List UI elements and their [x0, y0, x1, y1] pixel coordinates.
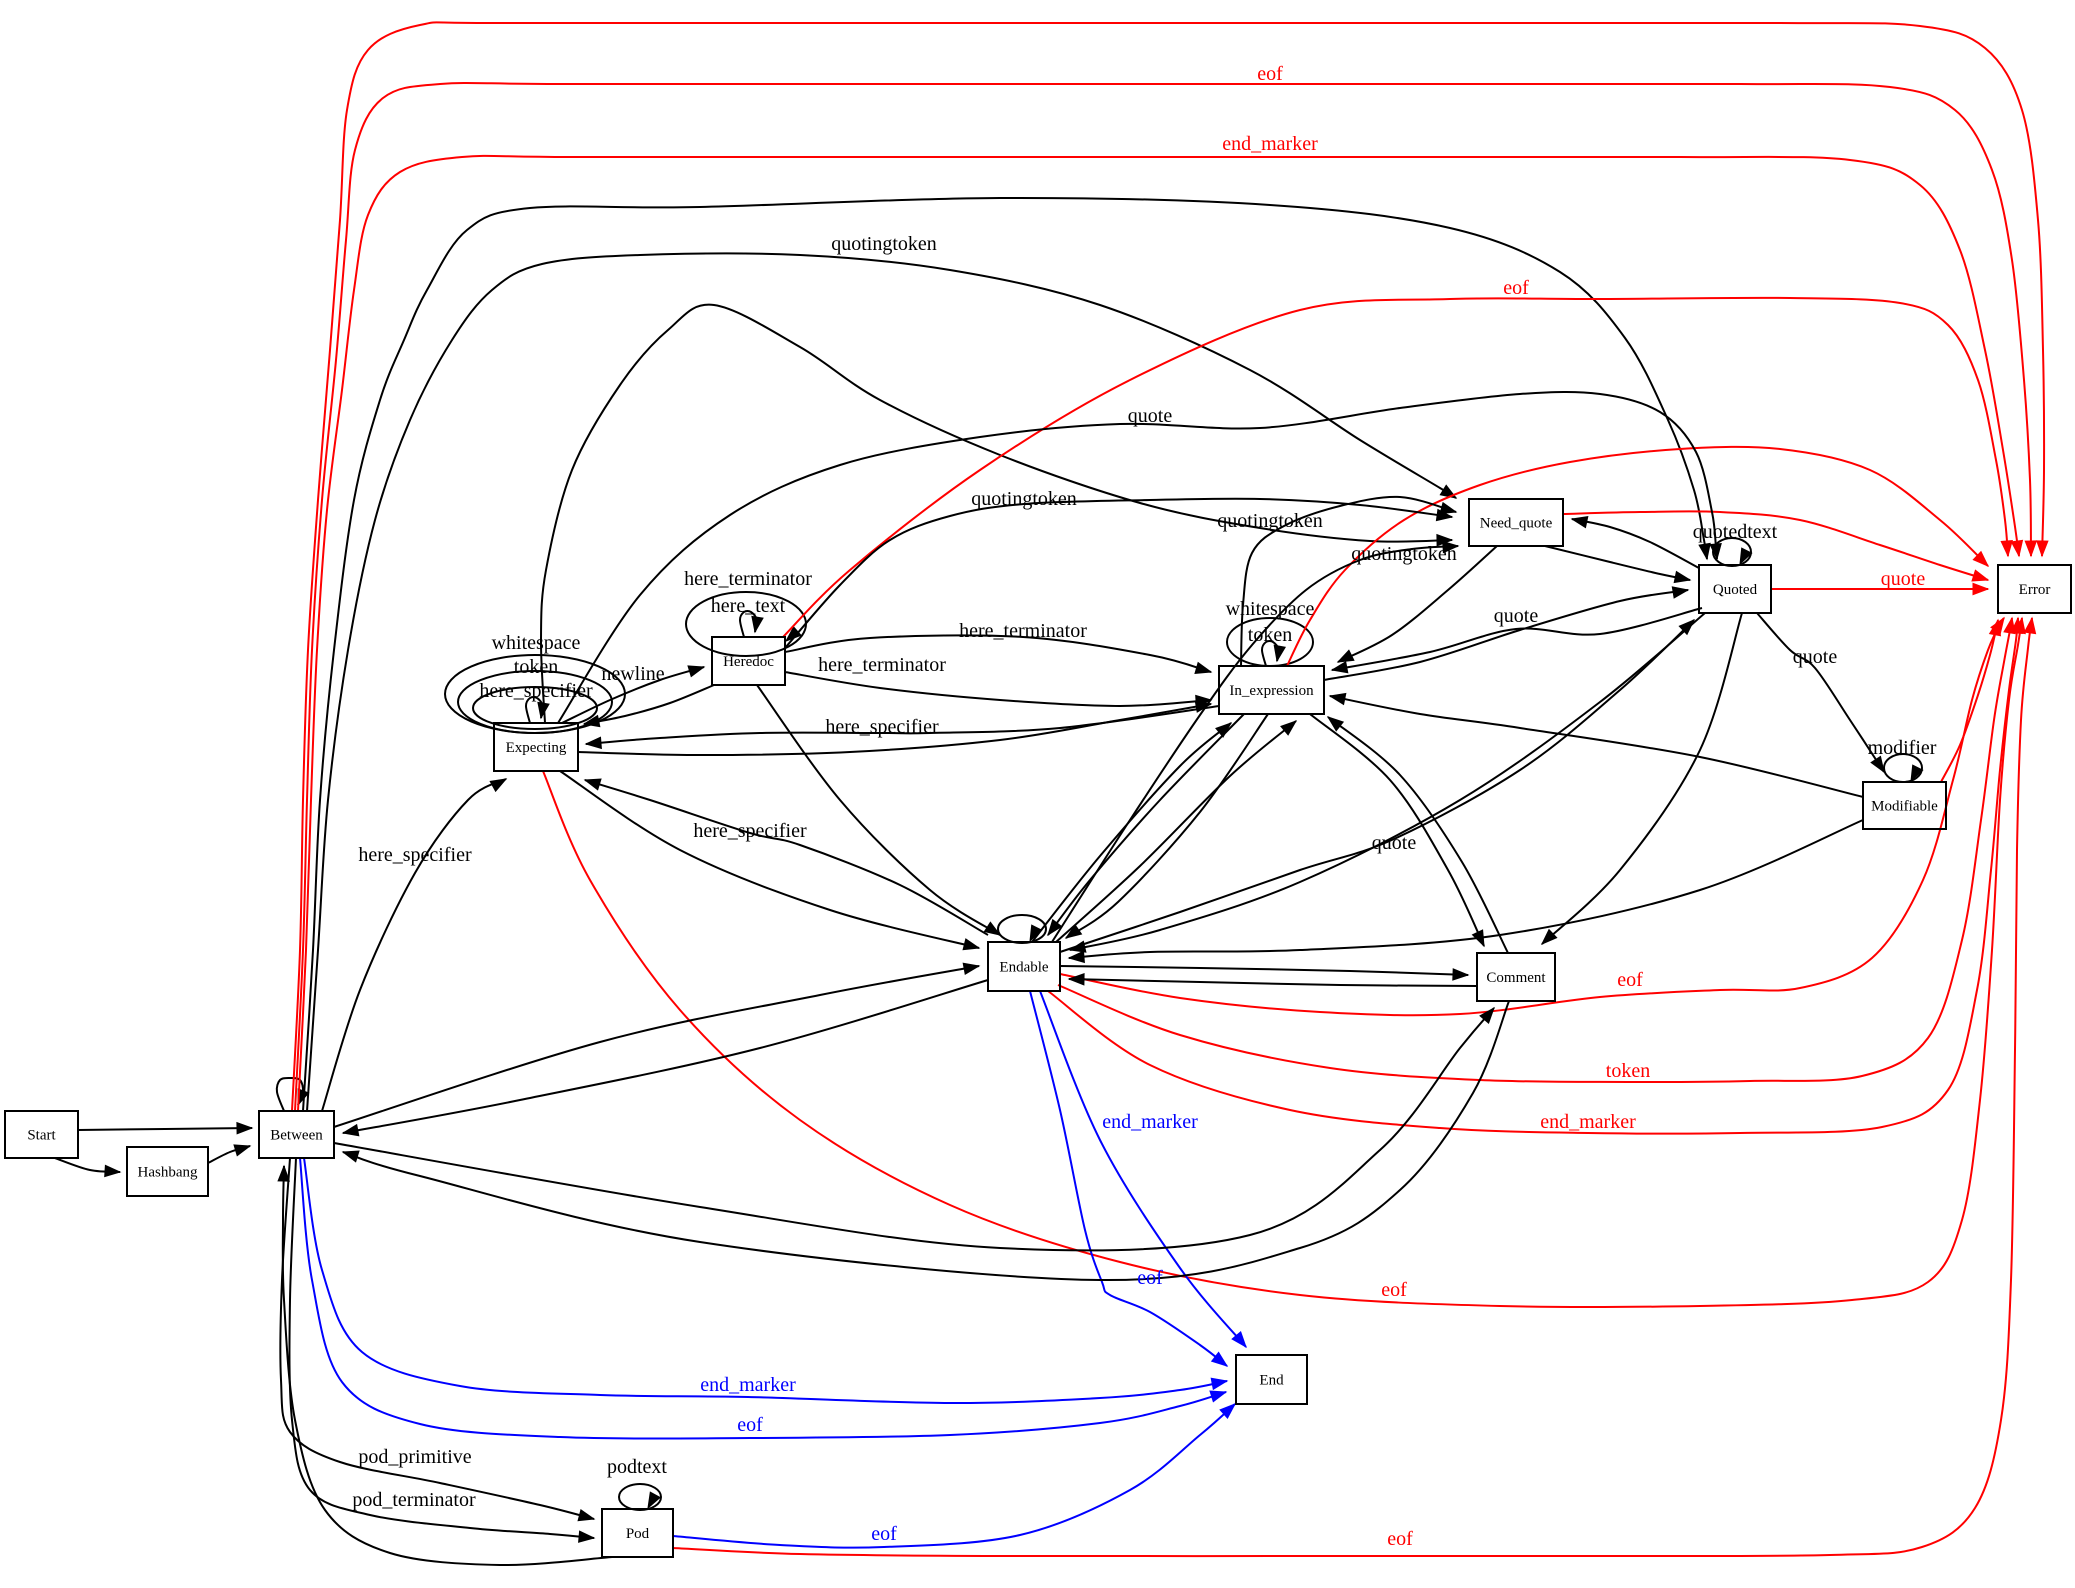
svg-text:quote: quote: [1128, 405, 1173, 427]
svg-text:quote: quote: [1494, 605, 1539, 627]
svg-text:quotedtext: quotedtext: [1693, 521, 1778, 543]
svg-text:token: token: [1248, 624, 1292, 646]
svg-text:quotingtoken: quotingtoken: [971, 488, 1077, 510]
svg-text:Error: Error: [2019, 582, 2051, 598]
svg-text:here_specifier: here_specifier: [825, 716, 939, 738]
svg-text:end_marker: end_marker: [1102, 1111, 1198, 1133]
svg-text:Between: Between: [270, 1128, 323, 1144]
svg-text:Modifiable: Modifiable: [1871, 799, 1938, 815]
svg-text:Quoted: Quoted: [1713, 582, 1758, 598]
svg-text:end_marker: end_marker: [1540, 1111, 1636, 1133]
svg-text:here_specifier: here_specifier: [693, 820, 807, 842]
svg-text:podtext: podtext: [607, 1456, 667, 1478]
svg-text:Need_quote: Need_quote: [1480, 516, 1553, 532]
svg-text:modifier: modifier: [1868, 737, 1937, 759]
svg-text:here_terminator: here_terminator: [959, 620, 1087, 642]
svg-text:token: token: [1606, 1060, 1650, 1082]
svg-text:eof: eof: [1617, 969, 1643, 991]
svg-text:quote: quote: [1372, 832, 1417, 854]
svg-text:eof: eof: [1381, 1279, 1407, 1301]
svg-text:here_specifier: here_specifier: [479, 680, 593, 702]
svg-text:Expecting: Expecting: [506, 740, 567, 756]
svg-text:In_expression: In_expression: [1229, 683, 1314, 699]
svg-text:end_marker: end_marker: [700, 1374, 796, 1396]
svg-text:quote: quote: [1881, 568, 1926, 590]
svg-text:eof: eof: [1257, 63, 1283, 85]
svg-text:token: token: [514, 656, 558, 678]
svg-text:eof: eof: [1503, 277, 1529, 299]
svg-text:quotingtoken: quotingtoken: [1217, 510, 1323, 532]
svg-text:newline: newline: [601, 663, 664, 685]
svg-text:whitespace: whitespace: [1226, 598, 1315, 620]
svg-text:Start: Start: [27, 1128, 56, 1144]
svg-text:Comment: Comment: [1486, 970, 1546, 986]
svg-text:End: End: [1259, 1373, 1284, 1389]
svg-text:here_text: here_text: [711, 595, 786, 617]
svg-text:quote: quote: [1793, 646, 1838, 668]
svg-text:here_terminator: here_terminator: [684, 568, 812, 590]
svg-text:Endable: Endable: [999, 960, 1048, 976]
svg-text:Heredoc: Heredoc: [723, 654, 774, 670]
svg-text:here_terminator: here_terminator: [818, 654, 946, 676]
svg-text:pod_terminator: pod_terminator: [352, 1489, 476, 1511]
svg-text:Pod: Pod: [626, 1526, 650, 1542]
svg-text:eof: eof: [737, 1414, 763, 1436]
svg-text:pod_primitive: pod_primitive: [358, 1446, 471, 1468]
svg-text:eof: eof: [1137, 1267, 1163, 1289]
svg-text:quotingtoken: quotingtoken: [831, 233, 937, 255]
svg-text:quotingtoken: quotingtoken: [1351, 543, 1457, 565]
svg-text:eof: eof: [871, 1523, 897, 1545]
svg-text:eof: eof: [1387, 1528, 1413, 1550]
svg-text:end_marker: end_marker: [1222, 133, 1318, 155]
svg-text:Hashbang: Hashbang: [138, 1165, 198, 1181]
svg-text:here_specifier: here_specifier: [358, 844, 472, 866]
svg-text:whitespace: whitespace: [492, 632, 581, 654]
